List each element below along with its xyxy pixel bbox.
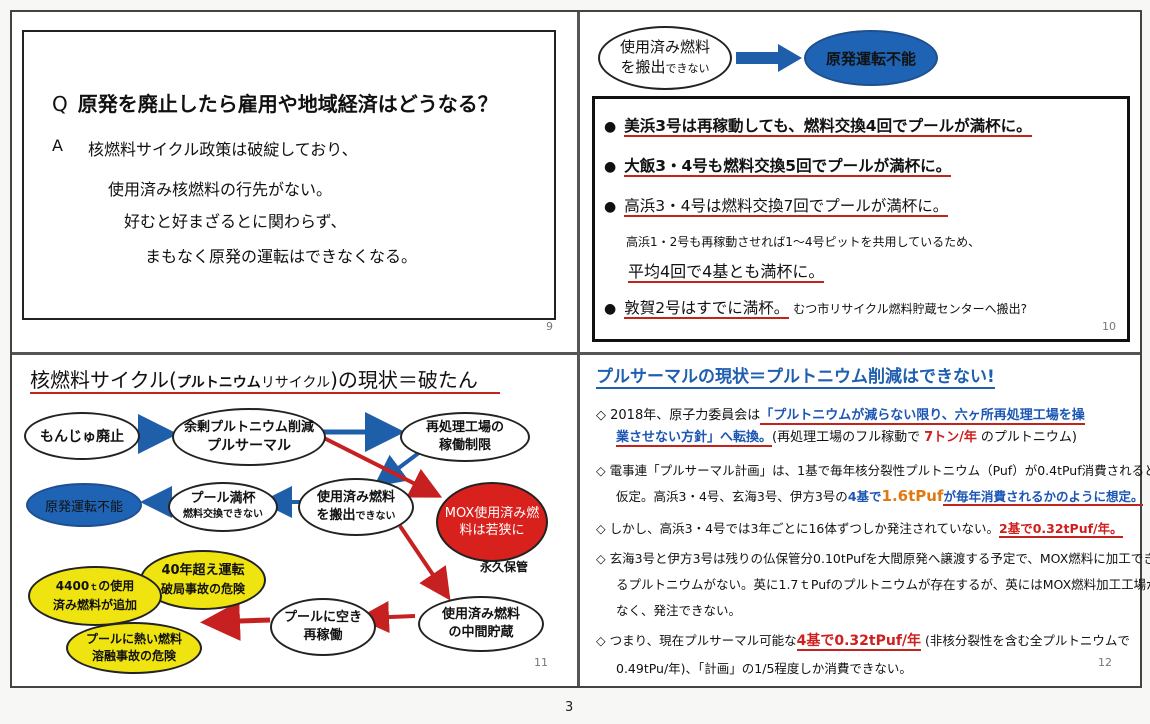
answer-line-1: 核燃料サイクル政策は破綻しており、 bbox=[88, 140, 358, 159]
line-9: ◇ つまり、現在プルサーマル可能な4基で0.32tPuf/年(非核分裂性を含む全… bbox=[596, 633, 1130, 651]
bullet-box bbox=[592, 96, 1130, 342]
line-5: ◇ しかし、高浜3・4号では3年ごとに16体ずつしか発注されていない。2基で0.… bbox=[596, 521, 1123, 538]
answer-line-2: 使用済み核燃料の行先がない。 bbox=[108, 180, 333, 199]
node-reactor-stop: 原発運転不能 bbox=[26, 483, 142, 527]
takahama-sub-2: 平均4回で4基とも満杯に。 bbox=[628, 262, 825, 283]
bullet-takahama: ●高浜3・4号は燃料交換7回でプールが満杯に。 bbox=[604, 197, 949, 217]
slide-number-9: 9 bbox=[546, 320, 553, 333]
node-spent-fuel: 使用済み燃料を搬出できない bbox=[298, 478, 414, 536]
line-1: ◇ 2018年、原子力委員会は「プルトニウムが減らない限り、六ヶ所再処理工場を操 bbox=[596, 408, 1085, 425]
reactor-stop-oval: 原発運転不能 bbox=[804, 30, 938, 86]
node-mox-storage: 永久保管 bbox=[480, 560, 529, 574]
bullet-mihama-text: 美浜3号は再稼動しても、燃料交換4回でプールが満杯に。 bbox=[624, 117, 1032, 137]
bullet-takahama-text: 高浜3・4号は燃料交換7回でプールが満杯に。 bbox=[624, 197, 949, 217]
takahama-sub: 高浜1・2号も再稼動させれば1〜4号ピットを共用しているため、 bbox=[626, 235, 981, 249]
node-pool-full: プール満杯燃料交換できない bbox=[168, 482, 278, 532]
node-hot-fuel: プールに熱い燃料溶融事故の危険 bbox=[66, 622, 202, 674]
node-restart: プールに空き再稼働 bbox=[270, 598, 376, 656]
node-pluthermal: 余剰プルトニウム削減プルサーマル bbox=[172, 408, 326, 466]
oval-text-2: を搬出 bbox=[620, 58, 666, 76]
bullet-mihama: ●美浜3号は再稼動しても、燃料交換4回でプールが満杯に。 bbox=[604, 117, 1032, 137]
question: Q 原発を廃止したら雇用や地域経済はどうなる？ bbox=[52, 88, 498, 117]
node-reprocessing: 再処理工場の稼働制限 bbox=[400, 412, 530, 462]
bullet-ohi: ●大飯3・4号も燃料交換5回でプールが満杯に。 bbox=[604, 157, 952, 177]
question-text: 原発を廃止したら雇用や地域経済はどうなる？ bbox=[77, 92, 498, 116]
q-mark: Q bbox=[52, 92, 68, 116]
a-mark: A bbox=[52, 136, 63, 155]
title-underline bbox=[30, 392, 500, 394]
bullet-tsuruga-note: むつ市リサイクル燃料貯蔵センターへ搬出? bbox=[793, 302, 1028, 316]
line-4: 仮定。高浜3・4号、玄海3号、伊方3号の4基で1.6tPufが毎年消費されるかの… bbox=[616, 487, 1144, 506]
line-8: なく、発注できない。 bbox=[616, 603, 742, 618]
oval-text-1: 使用済み燃料 bbox=[619, 38, 710, 56]
answer-line-4: まもなく原発の運転はできなくなる。 bbox=[145, 247, 418, 266]
page-number: 3 bbox=[565, 700, 574, 715]
slide-12-title: プルサーマルの現状＝プルトニウム削減はできない! bbox=[596, 362, 995, 389]
node-monju: もんじゅ廃止 bbox=[24, 412, 140, 460]
oval-text-small: できない bbox=[665, 62, 710, 75]
slide-number-11: 11 bbox=[534, 656, 548, 669]
node-interim: 使用済み燃料の中間貯蔵 bbox=[418, 596, 544, 652]
node-4400t: 4400ｔの使用済み燃料が追加 bbox=[28, 566, 162, 626]
line-3: ◇ 電事連「プルサーマル計画」は、1基で毎年核分裂性プルトニウム（Puf）が0.… bbox=[596, 463, 1150, 478]
line-10: 0.49tPu/年)、「計画」の1/5程度しか消費できない。 bbox=[616, 661, 912, 676]
node-mox: MOX使用済み燃料は若狭に bbox=[436, 482, 548, 562]
bullet-ohi-text: 大飯3・4号も燃料交換5回でプールが満杯に。 bbox=[624, 157, 952, 177]
slide-number-12: 12 bbox=[1098, 656, 1112, 669]
bullet-tsuruga-text: 敦賀2号はすでに満杯。 bbox=[624, 299, 790, 319]
question-box bbox=[22, 30, 556, 320]
line-6: ◇ 玄海3号と伊方3号は残りの仏保管分0.10tPufを大間原発へ譲渡する予定で… bbox=[596, 551, 1150, 566]
spent-fuel-oval: 使用済み燃料 を搬出できない bbox=[598, 26, 732, 90]
slide-11-title: 核燃料サイクル(プルトニウムリサイクル)の現状＝破たん bbox=[30, 368, 478, 392]
answer-line-3: 好むと好まざるとに関わらず、 bbox=[124, 212, 347, 231]
vertical-divider bbox=[577, 12, 580, 686]
horizontal-divider bbox=[12, 352, 1140, 355]
slide-number-10: 10 bbox=[1102, 320, 1116, 333]
bullet-tsuruga: ●敦賀2号はすでに満杯。むつ市リサイクル燃料貯蔵センターへ搬出? bbox=[604, 299, 1028, 319]
line-7: るプルトニウムがない。英に1.7ｔPufのプルトニウムが存在するが、英にはMOX… bbox=[616, 577, 1150, 592]
arrow-right-icon bbox=[736, 44, 802, 72]
